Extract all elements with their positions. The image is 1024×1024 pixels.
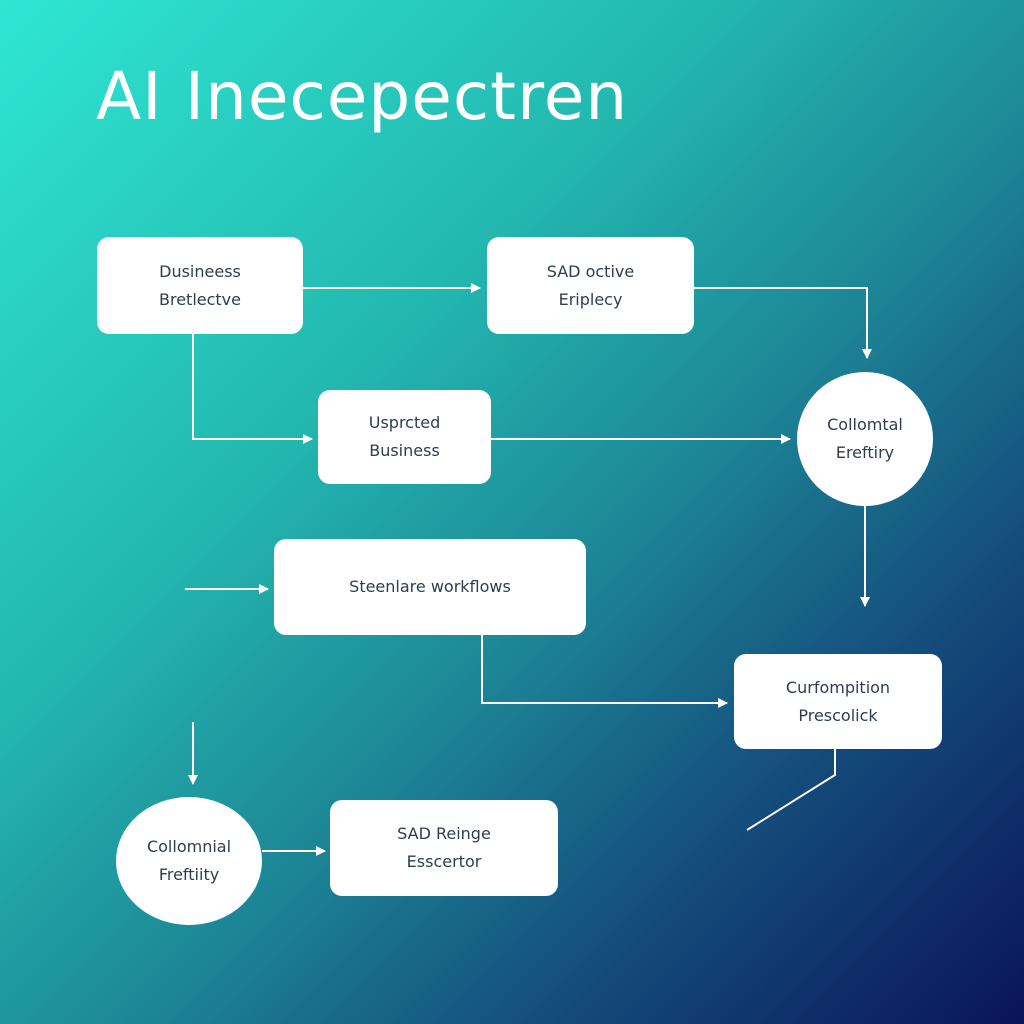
node-curfompition[interactable]: Curfompition Prescolick [734, 654, 942, 749]
node-label: Freftiity [158, 865, 220, 884]
node-label: Business [369, 441, 440, 460]
node-label: Bretlectve [159, 289, 241, 309]
node-label: Dusineess [159, 261, 241, 281]
node-label: SAD Reinge [397, 824, 491, 843]
node-label: Steenlare workflows [349, 577, 511, 596]
node-label: Eriplecy [558, 289, 623, 309]
node-workflows[interactable]: Steenlare workflows [274, 539, 586, 635]
node-label: Curfompition [785, 677, 891, 697]
arrow-1-to-3 [192, 334, 313, 444]
diagram-title: AI Inecepectren [96, 58, 629, 135]
node-business-objective[interactable]: Dusineess Bretlectve [97, 237, 303, 334]
node-updated-business[interactable]: Usprcted Business [318, 390, 491, 484]
node-collomtal-circle[interactable]: Collomtal Ereftiry [797, 372, 933, 506]
arrow-2-to-4 [694, 287, 872, 359]
line-from-6 [746, 749, 836, 831]
node-label: Usprcted [368, 413, 441, 432]
node-label: Collomtal [827, 415, 903, 434]
node-sad-active[interactable]: SAD octive Eriplecy [487, 237, 694, 334]
node-label: Esscertor [406, 852, 482, 871]
node-label: Prescolick [798, 705, 878, 725]
node-label: Ereftiry [835, 443, 895, 462]
node-sad-reinge[interactable]: SAD Reinge Esscertor [330, 800, 558, 896]
node-collomnial-circle[interactable]: Collomnial Freftiity [116, 797, 262, 925]
arrow-5-to-6 [481, 635, 728, 708]
node-label: SAD octive [546, 261, 635, 281]
node-label: Collomnial [146, 837, 232, 856]
